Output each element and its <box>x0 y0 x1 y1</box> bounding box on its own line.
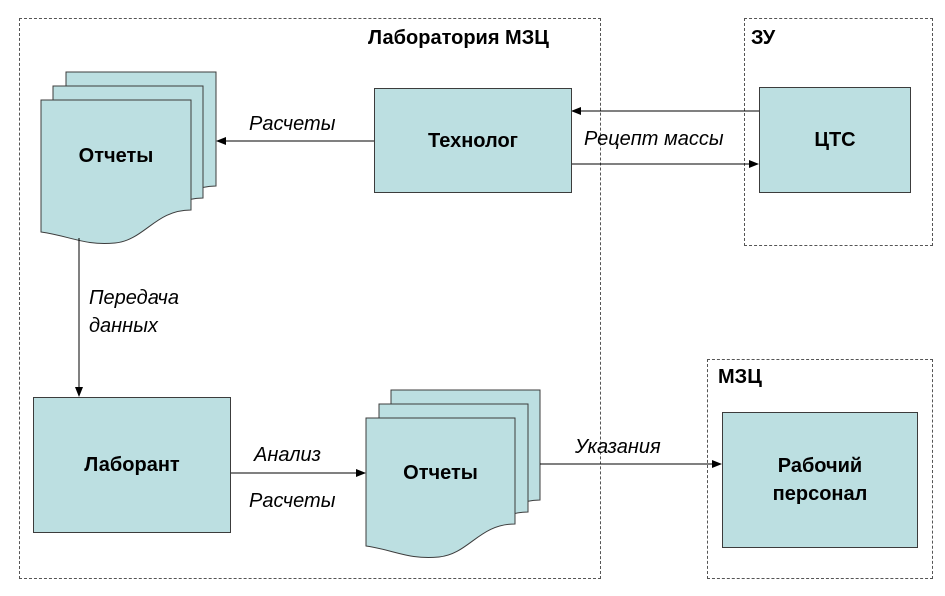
zu-group-title: ЗУ <box>751 27 776 49</box>
zu-group <box>744 18 933 246</box>
laboratory-group <box>19 18 601 579</box>
mzc-group <box>707 359 933 579</box>
technologist-label: Технолог <box>428 129 518 152</box>
reports-bottom-document-stack <box>365 389 541 559</box>
workers-label: Рабочий персонал <box>772 455 868 505</box>
laborant-box: Лаборант <box>33 397 231 533</box>
transfer-label-line1: Передача <box>89 287 179 309</box>
cts-label: ЦТС <box>814 129 856 151</box>
reports-bottom-label: Отчеты <box>403 462 478 484</box>
reports-top-document-stack <box>40 71 217 245</box>
analysis-label: Анализ <box>254 444 321 466</box>
instructions-label: Указания <box>575 436 661 458</box>
calculations-bottom-label: Расчеты <box>249 490 336 512</box>
transfer-label-line2: данных <box>89 315 158 337</box>
laborant-label: Лаборант <box>84 454 180 476</box>
mzc-group-title: МЗЦ <box>718 366 762 388</box>
laboratory-group-title: Лаборатория МЗЦ <box>368 27 549 49</box>
technologist-box: Технолог <box>374 88 572 193</box>
reports-top-label: Отчеты <box>78 145 154 167</box>
workers-box: Рабочий персонал <box>722 412 918 548</box>
cts-box: ЦТС <box>759 87 911 193</box>
recipe-label: Рецепт массы <box>584 128 724 150</box>
calculations-top-label: Расчеты <box>249 113 336 135</box>
